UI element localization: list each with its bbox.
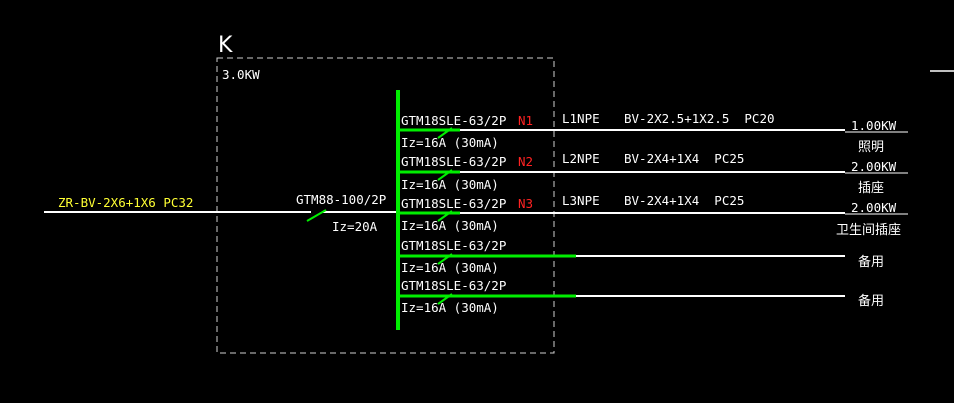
circuit-5-breaker-symbol xyxy=(437,293,453,305)
circuit-4-breaker-symbol xyxy=(437,253,453,265)
circuit-2-number: N2 xyxy=(518,154,533,169)
circuit-2-phase: L2NPE xyxy=(562,151,600,166)
circuit-2-setting: Iz=16A (30mA) xyxy=(401,177,499,192)
incoming-breaker-label: GTM88-100/2P xyxy=(296,192,386,207)
circuit-2-cable: BV-2X4+1X4 PC25 xyxy=(624,151,744,166)
incoming-cable-label: ZR-BV-2X6+1X6 PC32 xyxy=(58,195,193,210)
circuit-3-load: 2.00KW xyxy=(851,200,897,215)
circuit-1-breaker-symbol xyxy=(437,127,453,139)
circuit-3-cable: BV-2X4+1X4 PC25 xyxy=(624,193,744,208)
circuit-4-breaker: GTM18SLE-63/2P xyxy=(401,238,506,253)
circuit-1-cable: BV-2X2.5+1X2.5 PC20 xyxy=(624,111,775,126)
circuit-3-breaker: GTM18SLE-63/2P xyxy=(401,196,506,211)
circuit-1-use: 照明 xyxy=(858,140,884,155)
circuit-4-use: 备用 xyxy=(858,254,884,270)
circuit-1: GTM18SLE-63/2P N1 Iz=16A (30mA) L1NPE BV… xyxy=(398,111,908,155)
circuit-3: GTM18SLE-63/2P N3 Iz=16A (30mA) L3NPE BV… xyxy=(398,193,908,238)
circuit-4-setting: Iz=16A (30mA) xyxy=(401,260,499,275)
circuit-2-use: 插座 xyxy=(858,181,884,196)
circuit-1-load: 1.00KW xyxy=(851,118,897,133)
circuit-1-breaker: GTM18SLE-63/2P xyxy=(401,113,506,128)
circuit-2-breaker-symbol xyxy=(437,169,453,181)
circuit-2-load: 2.00KW xyxy=(851,159,897,174)
incoming-current-label: Iz=20A xyxy=(332,219,378,234)
circuit-5: GTM18SLE-63/2P Iz=16A (30mA) 备用 xyxy=(398,278,884,315)
circuit-4: GTM18SLE-63/2P Iz=16A (30mA) 备用 xyxy=(398,238,884,275)
circuit-1-setting: Iz=16A (30mA) xyxy=(401,135,499,150)
incoming-breaker-symbol xyxy=(306,209,327,222)
circuit-1-phase: L1NPE xyxy=(562,111,600,126)
circuit-2-breaker: GTM18SLE-63/2P xyxy=(401,154,506,169)
circuit-3-setting: Iz=16A (30mA) xyxy=(401,218,499,233)
circuit-5-breaker: GTM18SLE-63/2P xyxy=(401,278,506,293)
circuit-5-setting: Iz=16A (30mA) xyxy=(401,300,499,315)
panel-id-label: K xyxy=(218,33,233,58)
circuit-2: GTM18SLE-63/2P N2 Iz=16A (30mA) L2NPE BV… xyxy=(398,151,908,196)
panel-power: 3.0KW xyxy=(222,67,260,82)
circuit-3-use: 卫生间插座 xyxy=(836,223,901,238)
panel-frame xyxy=(216,57,555,354)
circuit-1-number: N1 xyxy=(518,113,533,128)
circuit-3-breaker-symbol xyxy=(437,210,453,222)
circuit-3-phase: L3NPE xyxy=(562,193,600,208)
circuit-5-use: 备用 xyxy=(858,293,884,309)
circuit-3-number: N3 xyxy=(518,196,533,211)
